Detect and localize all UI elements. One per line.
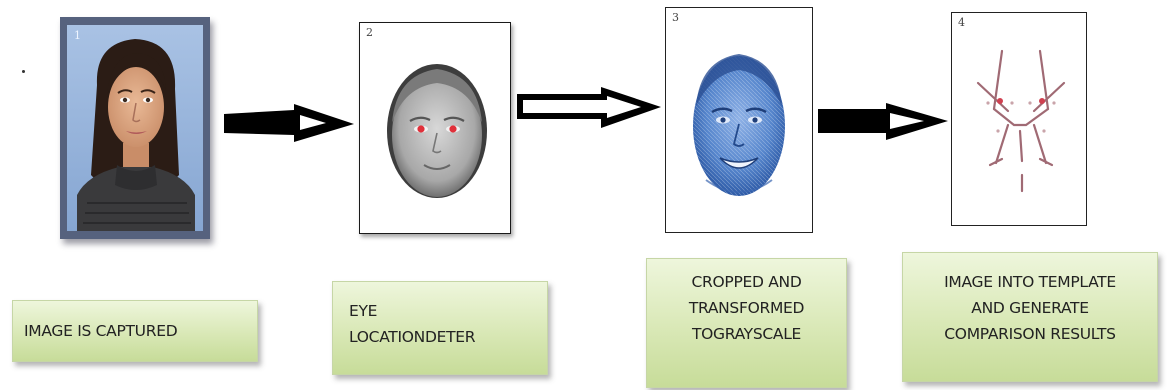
step-3-panel: 3 <box>665 7 813 233</box>
block-arrow-right-icon-2 <box>515 85 663 131</box>
step-1-panel: 1 <box>60 17 210 239</box>
face-photo-icon <box>67 25 203 231</box>
step-3-caption: CROPPED AND TRANSFORMED TOGRAYSCALE <box>646 258 847 388</box>
face-oval-grayscale-icon <box>360 23 510 233</box>
left-eye-marker <box>417 125 424 132</box>
step-4-caption: IMAGE INTO TEMPLATE AND GENERATE COMPARI… <box>902 252 1158 382</box>
right-eye-marker <box>449 125 456 132</box>
block-arrow-right-icon-3 <box>816 101 950 143</box>
block-arrow-right-icon-1 <box>222 102 356 146</box>
stray-dot <box>22 70 25 73</box>
template-right-eye-point <box>1039 98 1045 104</box>
step-2-panel: 2 <box>359 22 511 234</box>
step-1-number: 1 <box>74 29 81 42</box>
step-1-caption: IMAGE IS CAPTURED <box>12 300 258 362</box>
face-blue-scan-icon <box>666 8 812 232</box>
step-4-panel: 4 <box>951 12 1087 226</box>
face-template-sketch-icon <box>952 13 1086 225</box>
template-left-eye-point <box>997 98 1003 104</box>
step-2-caption: EYE LOCATIONDETER <box>332 281 548 375</box>
